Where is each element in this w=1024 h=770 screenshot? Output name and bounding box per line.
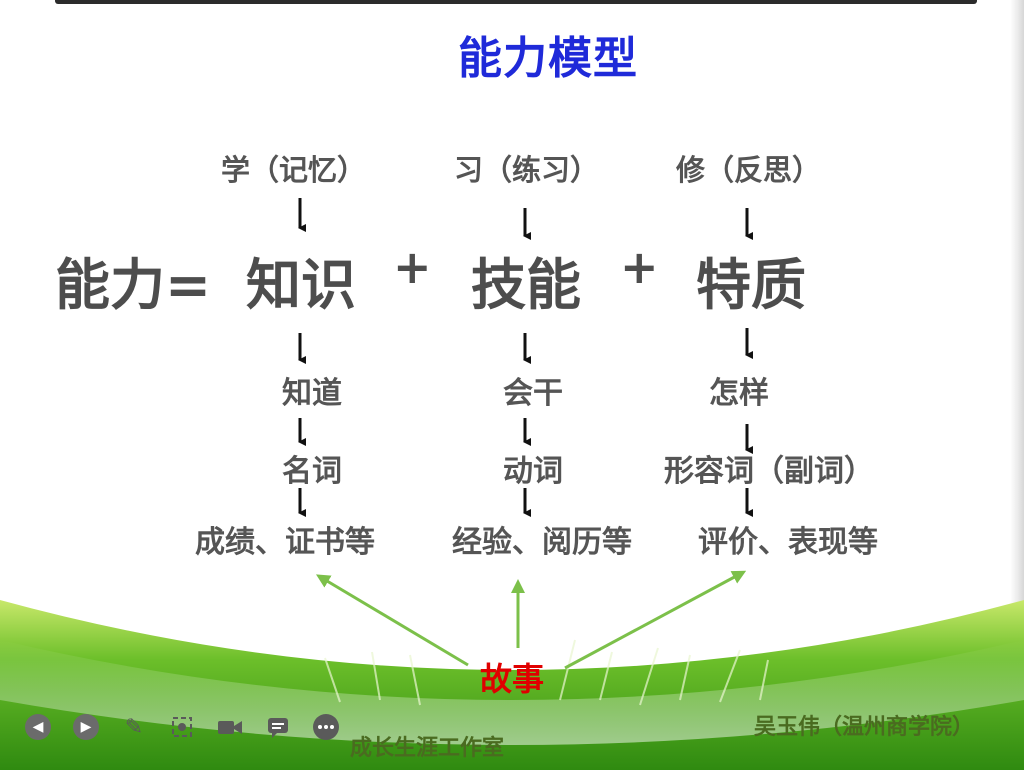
footer-studio: 成长生涯工作室 xyxy=(350,736,505,761)
grammar-noun: 名词 xyxy=(282,454,342,489)
footer-author: 吴玉伟（温州商学院） xyxy=(754,715,975,740)
story-arrow-right xyxy=(564,570,747,670)
pen-icon[interactable]: ✎ xyxy=(124,714,144,740)
grammar-verb: 动词 xyxy=(503,454,563,489)
meaning-how: 怎样 xyxy=(709,376,769,411)
comment-icon[interactable] xyxy=(265,714,291,740)
term-trait: 特质 xyxy=(696,253,807,317)
evidence-knowledge: 成绩、证书等 xyxy=(195,525,375,560)
source-practice: 习（练习） xyxy=(454,153,600,187)
evidence-skill: 经验、阅历等 xyxy=(452,525,632,560)
plus-sign-2: + xyxy=(620,240,659,294)
previous-icon[interactable]: ◀ xyxy=(25,714,51,740)
more-icon[interactable] xyxy=(313,714,339,740)
grammar-adjective: 形容词（副词） xyxy=(664,454,874,489)
right-edge-shadow xyxy=(1010,0,1024,770)
term-skill: 技能 xyxy=(471,253,582,317)
formula-lhs: 能力= xyxy=(55,253,212,317)
source-learn: 学（记忆） xyxy=(221,153,367,187)
screenshot-icon[interactable] xyxy=(169,714,195,740)
term-knowledge: 知识 xyxy=(246,253,357,317)
video-icon[interactable] xyxy=(217,714,243,740)
story-arrow-left xyxy=(315,574,469,667)
evidence-trait: 评价、表现等 xyxy=(698,525,878,560)
story-label: 故事 xyxy=(480,660,545,698)
next-icon[interactable]: ▶ xyxy=(73,714,99,740)
plus-sign-1: + xyxy=(393,240,432,294)
meaning-do: 会干 xyxy=(503,376,563,411)
top-border-bar xyxy=(55,0,977,4)
source-reflect: 修（反思） xyxy=(676,153,822,187)
slide-title: 能力模型 xyxy=(458,33,638,84)
meaning-know: 知道 xyxy=(282,376,342,411)
